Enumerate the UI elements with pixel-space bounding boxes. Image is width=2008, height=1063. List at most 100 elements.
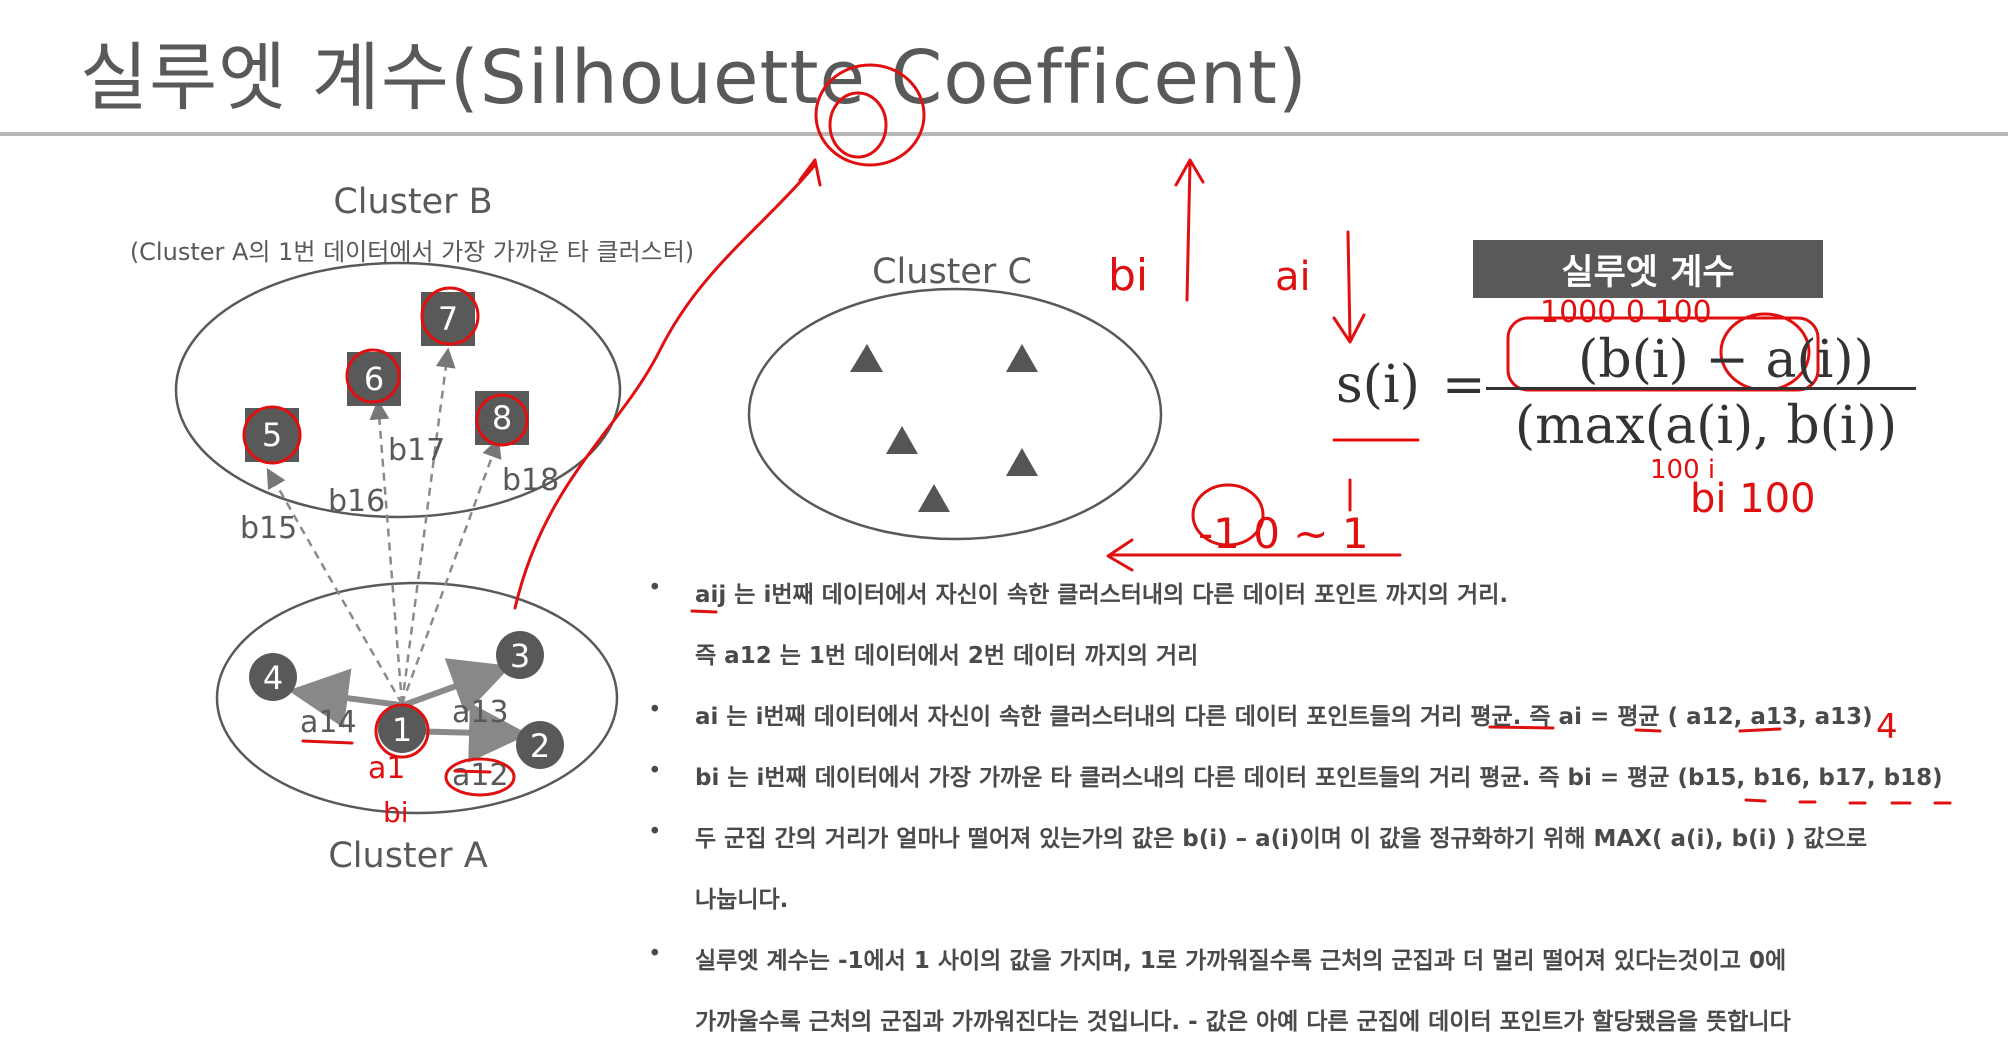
bullet-dot: •	[648, 819, 662, 845]
cluster-c-label: Cluster C	[872, 252, 1032, 292]
bullet-list: • aij 는 i번째 데이터에서 자신이 속한 클러스터내의 다른 데이터 포…	[640, 575, 1970, 1063]
svg-text:4: 4	[263, 659, 283, 697]
annotation-text: 100 i	[1650, 455, 1715, 485]
svg-text:5: 5	[262, 416, 282, 454]
edge-b15-label: b15	[240, 511, 297, 546]
svg-text:6: 6	[364, 360, 384, 398]
title-divider	[0, 132, 2008, 136]
annotation-circle	[345, 348, 401, 404]
bullet-line: 두 군집 간의 거리가 얼마나 떨어져 있는가의 값은 b(i) – a(i)이…	[695, 826, 1868, 852]
annotation-underline	[1744, 798, 1952, 805]
cluster-a-point-2: 2	[516, 721, 564, 769]
a14-arrow	[288, 668, 401, 728]
edge-a14-label: a14	[300, 705, 357, 740]
bullet-item: • ai 는 i번째 데이터에서 자신이 속한 클러스터내의 다른 데이터 포인…	[640, 697, 1970, 758]
formula-fraction-bar	[1486, 387, 1916, 390]
cluster-a-ellipse	[215, 581, 619, 815]
annotation-circle	[814, 63, 926, 167]
annotation-stroke	[513, 163, 817, 610]
edge-a12-label: a12	[452, 758, 509, 793]
annotation-stroke	[798, 158, 822, 187]
annotation-underline	[1488, 725, 1555, 730]
annotation-circle	[374, 703, 430, 759]
annotation-text: a1	[368, 751, 405, 786]
edge-b16-label: b16	[328, 484, 385, 519]
bullet-item: • 실루엣 계수는 -1에서 1 사이의 값을 가지며, 1로 가까워질수록 근…	[640, 941, 1970, 1063]
annotation-text: 1000 0 100	[1540, 295, 1712, 330]
annotation-text: bi 100	[1690, 476, 1816, 522]
bullet-line: 실루엣 계수는 -1에서 1 사이의 값을 가지며, 1로 가까워질수록 근처의…	[695, 948, 1787, 974]
bullet-dot: •	[648, 758, 662, 784]
cluster-a-point-1: 1	[378, 705, 426, 753]
annotation-arrow	[1332, 230, 1366, 344]
annotation-underline	[453, 769, 492, 774]
bullet-dot: •	[648, 697, 662, 723]
edge-a13-label: a13	[452, 695, 509, 730]
b17-line	[400, 347, 456, 705]
annotation-text: ai	[1275, 254, 1311, 300]
bullet-item: • aij 는 i번째 데이터에서 자신이 속한 클러스터내의 다른 데이터 포…	[640, 575, 1970, 697]
annotation-text: -1 0 ~ 1	[1198, 509, 1369, 558]
b15-line	[266, 467, 404, 705]
cluster-a-point-3: 3	[496, 631, 544, 679]
bullet-line: aij 는 i번째 데이터에서 자신이 속한 클러스터내의 다른 데이터 포인트…	[695, 582, 1509, 608]
annotation-text: bi	[1108, 250, 1148, 301]
formula-numerator: (b(i) − a(i))	[1578, 330, 1874, 390]
cluster-a-label: Cluster A	[328, 836, 487, 876]
bullet-line: bi 는 i번째 데이터에서 가장 가까운 타 클러스내의 다른 데이터 포인트…	[695, 765, 1943, 791]
triangle-point	[886, 426, 918, 454]
bullet-item: • bi 는 i번째 데이터에서 가장 가까운 타 클러스내의 다른 데이터 포…	[640, 758, 1970, 819]
annotation-underline	[1738, 727, 1782, 733]
formula-lhs: s(i)	[1336, 355, 1420, 415]
page-title: 실루엣 계수(Silhouette Coefficent)	[80, 35, 1308, 121]
annotation-circle	[420, 286, 480, 346]
annotation-circle	[828, 91, 888, 159]
annotation-text: bi	[383, 796, 409, 829]
bullet-line: 즉 a12 는 1번 데이터에서 2번 데이터 까지의 거리	[695, 643, 1199, 669]
triangle-point	[918, 484, 950, 512]
edge-b17-label: b17	[388, 433, 445, 468]
b18-line	[400, 437, 502, 705]
svg-text:3: 3	[510, 637, 530, 675]
annotation-text: 4	[1876, 707, 1898, 747]
b16-line	[369, 399, 404, 705]
annotation-circle	[1191, 483, 1265, 547]
cluster-b-subtitle: (Cluster A의 1번 데이터에서 가장 가까운 타 클러스터)	[130, 238, 694, 266]
cluster-c-ellipse	[747, 287, 1163, 541]
bullet-line: 나눕니다.	[695, 887, 789, 913]
svg-text:1: 1	[392, 711, 412, 749]
bullet-dot: •	[648, 575, 662, 601]
formula-denominator: (max(a(i), b(i))	[1514, 396, 1898, 456]
silhouette-box: 실루엣 계수	[1473, 240, 1823, 298]
annotation-arrow	[1174, 158, 1205, 302]
svg-text:2: 2	[530, 727, 550, 765]
cluster-b-point-5: 5	[245, 408, 299, 462]
annotation-circle	[444, 757, 516, 797]
bullet-dot: •	[648, 941, 662, 967]
annotation-underline	[1634, 728, 1662, 733]
edge-b18-label: b18	[502, 463, 559, 498]
svg-text:7: 7	[438, 300, 458, 338]
a13-arrow	[402, 658, 512, 715]
formula-equals: =	[1442, 355, 1486, 415]
annotation-underline	[301, 739, 354, 745]
annotation-circle	[1719, 312, 1811, 392]
cluster-b-ellipse	[174, 261, 622, 519]
cluster-b-point-7: 7	[421, 292, 475, 346]
annotation-circle	[242, 405, 302, 465]
annotation-box	[1506, 316, 1820, 392]
annotation-arrow	[1106, 538, 1402, 572]
cluster-b-point-6: 6	[347, 352, 401, 406]
annotation-underline	[690, 609, 718, 614]
bullet-item: • 두 군집 간의 거리가 얼마나 떨어져 있는가의 값은 b(i) – a(i…	[640, 819, 1970, 941]
triangle-point	[1006, 344, 1038, 372]
bullet-line: 가까울수록 근처의 군집과 가까워진다는 것입니다. - 값은 아예 다른 군집…	[695, 1009, 1791, 1035]
cluster-a-point-4: 4	[249, 653, 297, 701]
triangle-point	[850, 344, 883, 372]
bullet-line: ai 는 i번째 데이터에서 자신이 속한 클러스터내의 다른 데이터 포인트들…	[695, 704, 1873, 730]
annotation-circle	[475, 393, 529, 447]
triangle-point	[1006, 448, 1038, 476]
cluster-b-label: Cluster B	[333, 182, 492, 222]
svg-text:8: 8	[492, 399, 512, 437]
